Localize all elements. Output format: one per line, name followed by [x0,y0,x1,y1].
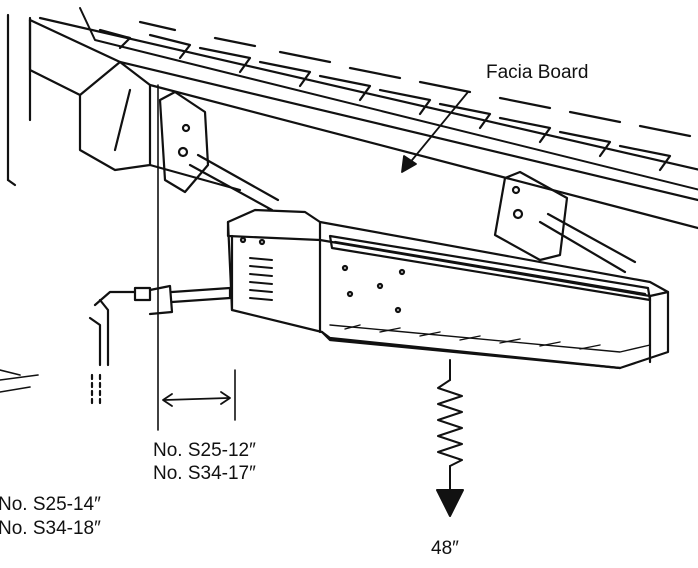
side-clearance-arrow [163,392,230,406]
building-wall [8,15,30,185]
wall-clearance-lines [0,370,38,392]
clearance-wall-s34-label: No. S34-18″ [0,518,101,539]
fascia-pointer-arrow [402,92,468,172]
roof-shingles [40,8,698,190]
heater-unit [228,210,668,368]
clearance-side-s34-label: No. S34-17″ [153,463,256,484]
clearance-wall-s25-label: No. S25-14″ [0,494,101,515]
fascia-board-label: Facia Board [486,62,589,83]
gas-supply-pipe [90,286,230,405]
clearance-below-label: 48″ [431,538,459,559]
reflector-underside [330,325,650,352]
left-mounting-bracket [160,92,280,222]
fascia-board [30,20,698,228]
right-mounting-bracket [495,172,635,272]
clearance-side-s25-label: No. S25-12″ [153,440,256,461]
vertical-clearance-arrow [437,360,463,516]
vent-grille [250,258,272,300]
